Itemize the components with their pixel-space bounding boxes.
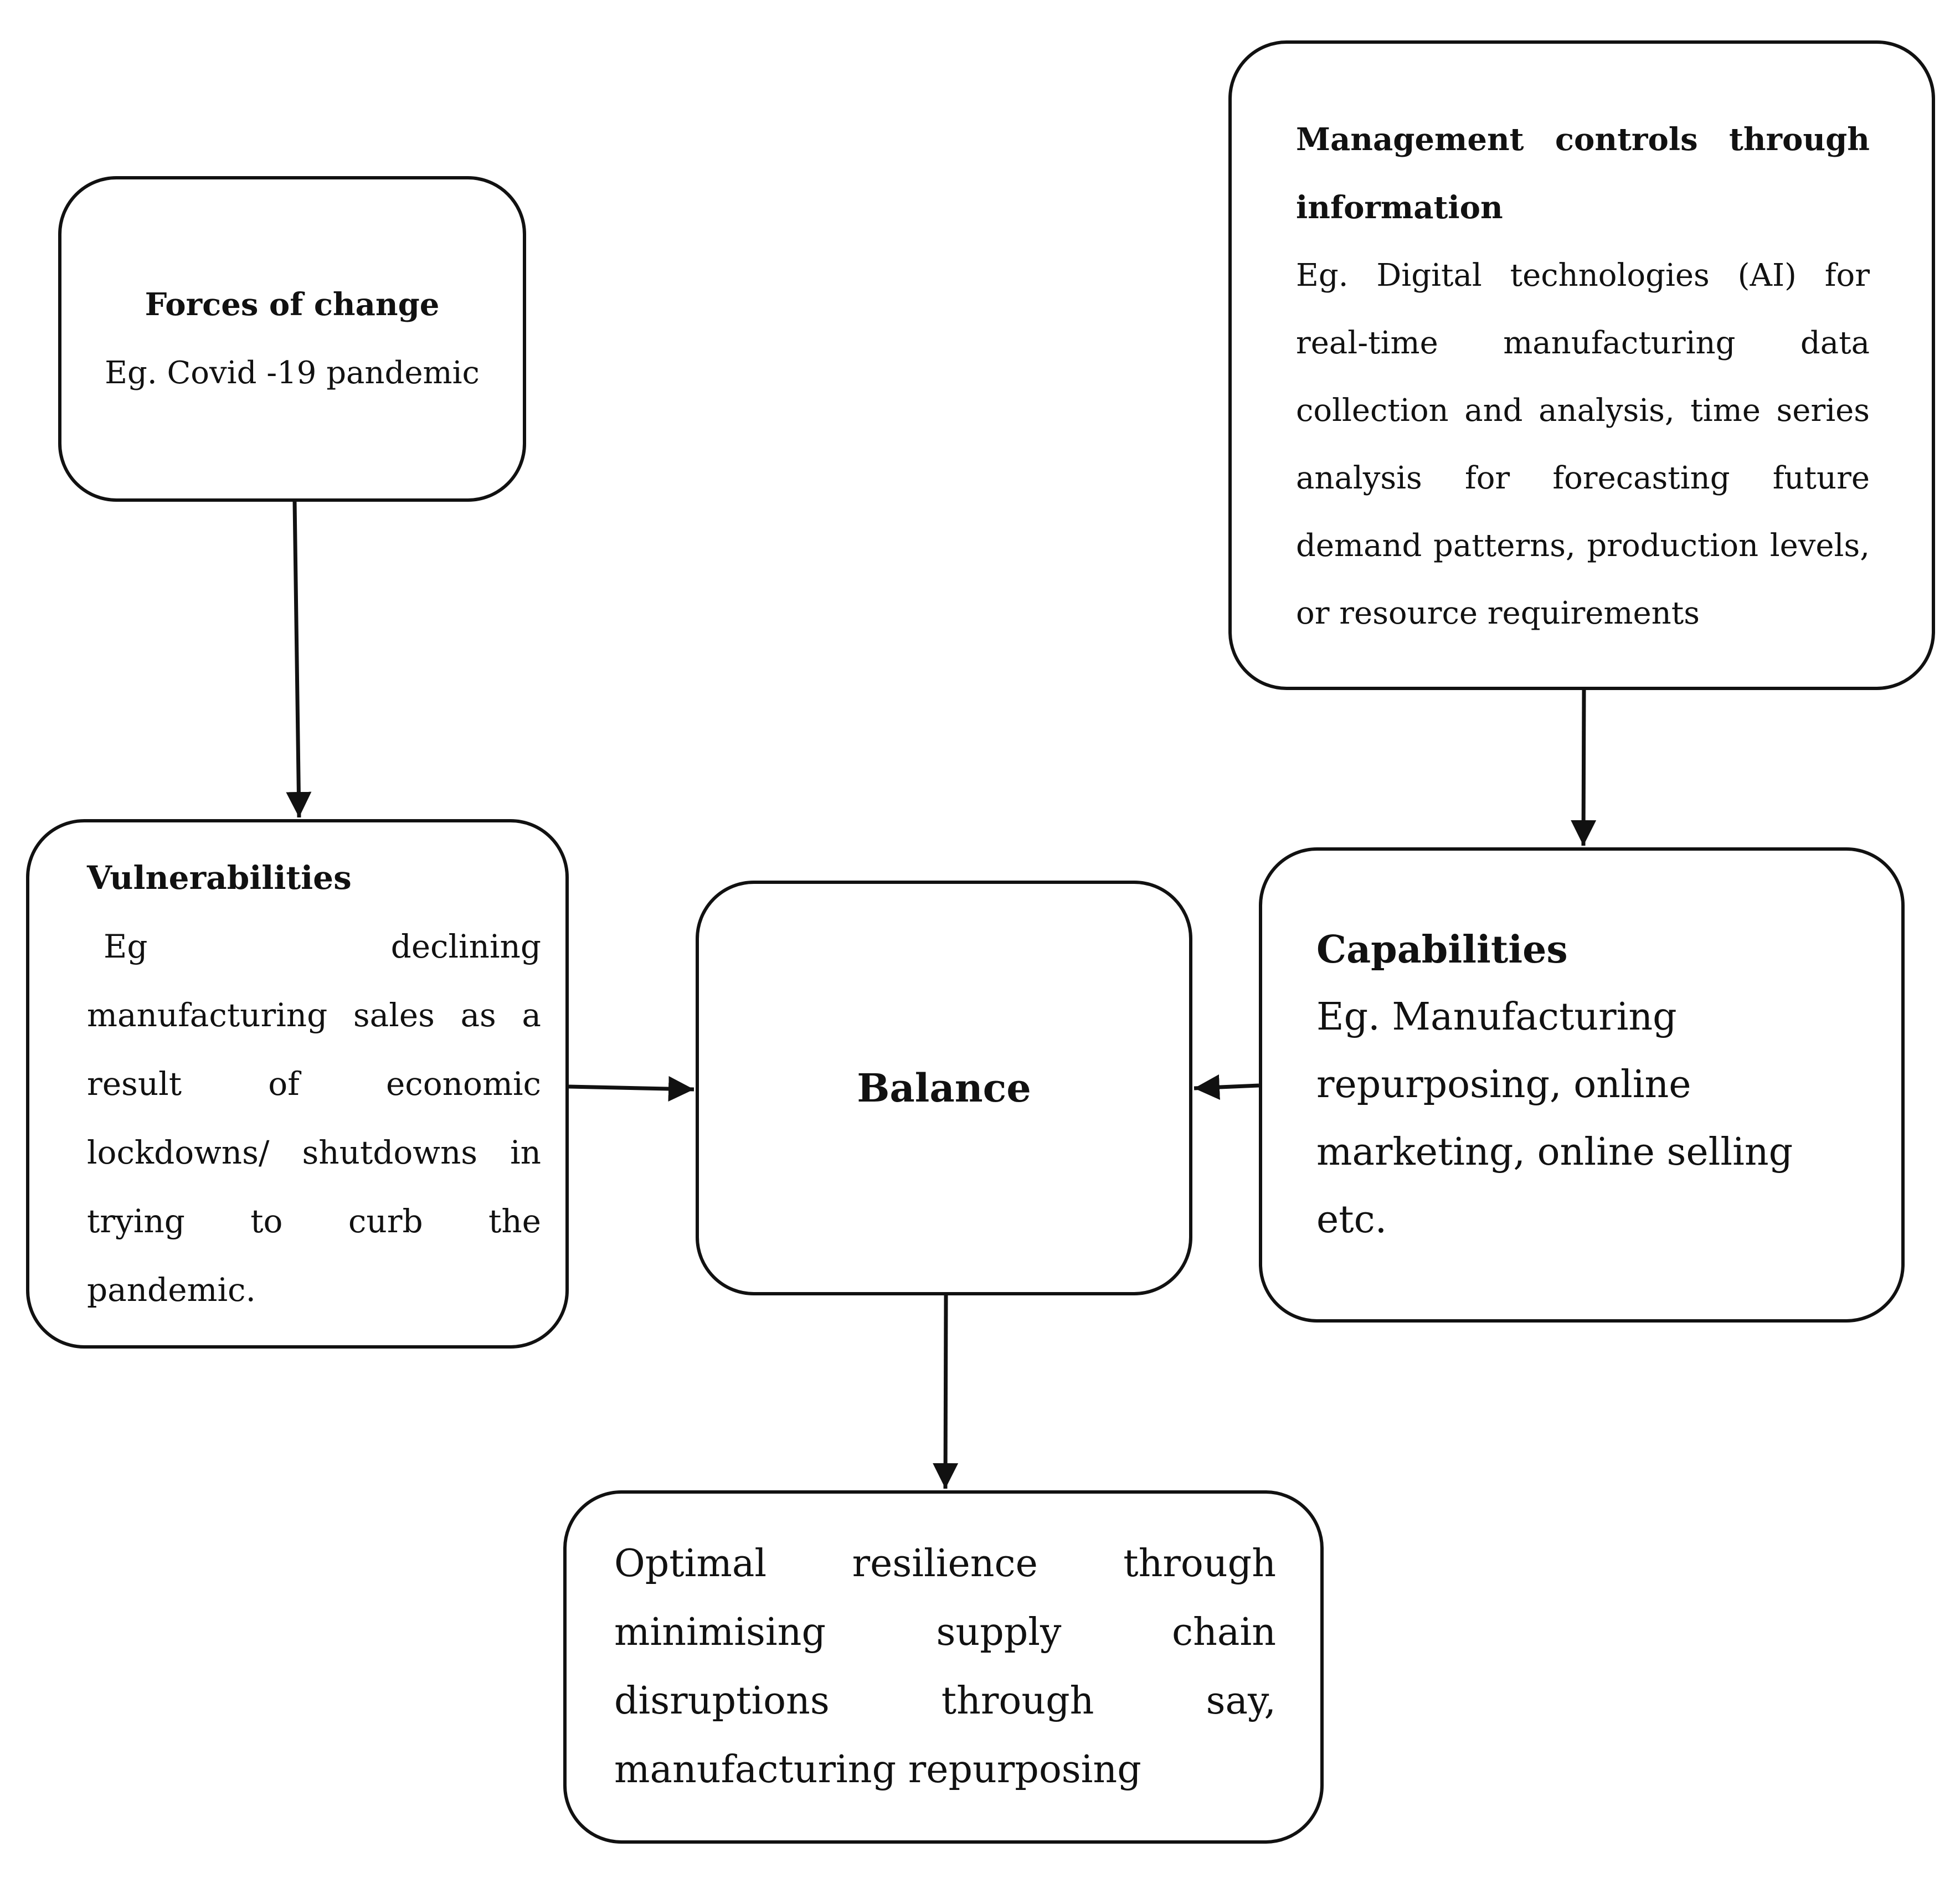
forces-of-change-box: Forces of change Eg. Covid -19 pandemic: [58, 176, 526, 502]
management-controls-title: Management controls through information: [1296, 121, 1870, 226]
arrow-forces-to-vulnerabilities: [286, 501, 312, 818]
forces-of-change-example: Eg. Covid -19 pandemic: [105, 355, 480, 391]
capabilities-title: Capabilities: [1316, 928, 1568, 972]
balance-title: Balance: [857, 1065, 1031, 1111]
capabilities-box: Capabilities Eg. Manufacturing repurposi…: [1259, 847, 1905, 1323]
forces-of-change-title: Forces of change: [145, 286, 440, 323]
vulnerabilities-box: Vulnerabilities Eg declining manufacturi…: [26, 819, 569, 1349]
arrow-capabilities-to-balance: [1194, 1074, 1259, 1100]
management-controls-box: Management controls through information …: [1228, 40, 1935, 690]
arrow-management-to-capabilities: [1571, 690, 1597, 846]
arrow-vulnerabilities-to-balance: [568, 1076, 695, 1102]
optimal-resilience-box: Optimal resilience through minimising su…: [563, 1490, 1324, 1844]
capabilities-example: Eg. Manufacturing repurposing, online ma…: [1316, 995, 1793, 1242]
vulnerabilities-example: Eg declining manufacturing sales as a re…: [87, 928, 541, 1309]
vulnerabilities-title: Vulnerabilities: [87, 859, 352, 897]
management-controls-example: Eg. Digital technologies (AI) for real-t…: [1296, 258, 1870, 631]
optimal-resilience-text: Optimal resilience through minimising su…: [614, 1542, 1276, 1792]
balance-box: Balance: [696, 881, 1192, 1295]
arrow-balance-to-outcome: [933, 1295, 959, 1489]
